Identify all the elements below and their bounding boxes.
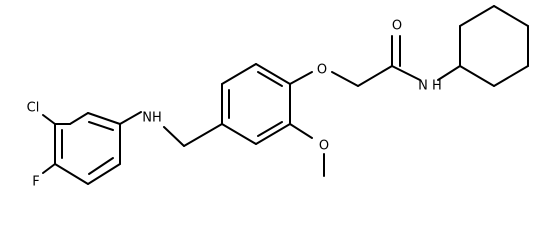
bond (493, 5, 529, 27)
bond-ch2-carbonyl (357, 65, 393, 87)
bond (493, 65, 529, 87)
bond-ch2-ring (183, 123, 223, 147)
bond (459, 65, 495, 87)
ring-b-bonds (221, 63, 291, 145)
bond (221, 63, 257, 85)
atom-label-o-methoxy: O (319, 139, 329, 154)
atom-label-nh-amide: N H (418, 79, 442, 94)
bond (255, 63, 291, 85)
bond-nh-cyclohexyl (437, 65, 461, 81)
molecule-diagram: Cl F NH O O O N H (27, 5, 529, 190)
atom-label-nh-amine: NH (142, 111, 162, 126)
bond-ring-omethoxy (289, 123, 313, 139)
bond (87, 112, 121, 125)
bond (257, 71, 283, 87)
bond (88, 157, 114, 175)
bond (87, 163, 121, 185)
bond (257, 121, 283, 137)
bond (88, 121, 114, 131)
bond-nh-ch2 (163, 126, 185, 147)
bond-ring-nh (119, 111, 142, 125)
bond-c-f (42, 163, 56, 174)
atom-label-o-carbonyl: O (392, 19, 402, 34)
bond (221, 123, 257, 145)
bond (459, 5, 495, 27)
atom-label-cl: Cl (27, 101, 40, 116)
atom-label-o-ether: O (317, 63, 327, 78)
bond (69, 112, 89, 125)
bond-c-cl (42, 114, 56, 125)
ring-a-bonds (54, 112, 121, 185)
structure-svg: Cl F NH O O O N H (27, 5, 529, 190)
bond (255, 123, 291, 145)
cyclohexyl-ring-bonds (459, 5, 529, 87)
bond-oether-ch2 (331, 71, 359, 87)
bond (54, 163, 89, 185)
bond-ring-oether (289, 71, 313, 85)
bond-carbonyl-nh (391, 65, 421, 81)
atom-label-f: F (32, 175, 39, 190)
